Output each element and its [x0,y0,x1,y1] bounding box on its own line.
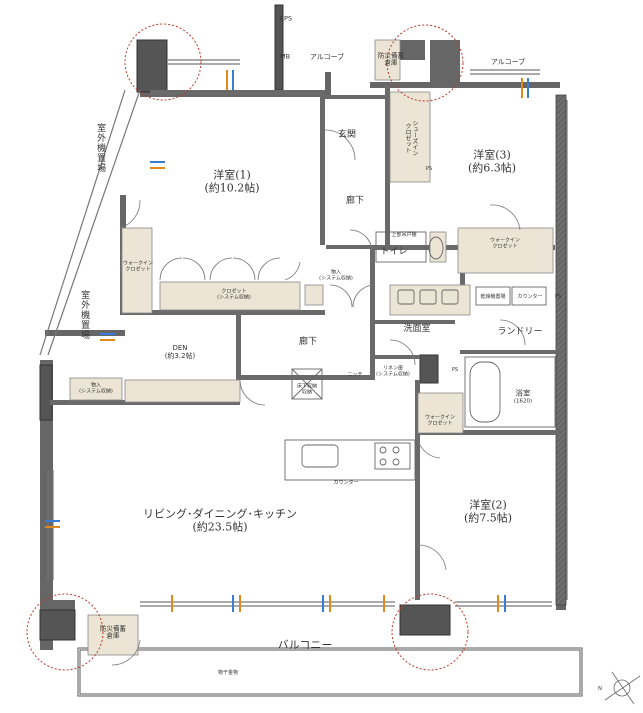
outdoor-unit-2-label: 室外機置場 [79,290,90,340]
room-hallway-lower: 廊下 [298,336,318,347]
upper-cabinet-label: 上部吊戸棚 [391,232,417,239]
walkin-closet-3-label: ウォークイン クロゼット [489,237,521,249]
room-western-1-name: 洋室(1) [213,168,251,182]
room-toilet: トイレ [380,246,408,257]
disaster-storage-bottom: 防災備蓄 倉庫 [100,624,126,641]
room-laundry: ランドリー [497,326,543,337]
room-bath-name: 浴室 [515,388,531,398]
columns [39,4,451,641]
column-circles [26,23,469,671]
room-western-1: 洋室(1) (約10.2帖) [204,169,259,194]
room-genkan: 玄関 [337,129,357,140]
balcony-outline [77,647,583,697]
hall-storage-label: 物入 (システム収納) [319,269,353,282]
fixtures [284,231,556,481]
room-hallway-upper: 廊下 [345,195,365,206]
disaster-storage-top-line1: 防災備蓄 [378,51,404,60]
kitchen-counter-label: カウンター [333,480,359,487]
dryer-label: 乾燥機置場 [480,294,506,301]
room-bath-size: (1620) [513,398,533,405]
walkin-closet-1-label: ウォークイン クロゼット [122,260,154,272]
small-counter-label: カウンター [517,294,543,301]
disaster-storage-top-line2: 倉庫 [384,59,398,67]
den-storage-label: 物入 (システム収納) [79,382,113,395]
floor-storage-name: 床下収納 [296,383,318,390]
drying-rack-label: 物干金物 [217,670,239,677]
eps-label: EPS [279,14,293,23]
vent-markers [45,70,529,612]
doors [111,129,526,666]
outdoor-unit-1-label: 室外機置場 [95,123,106,173]
mb-label: MB [279,52,291,61]
compass-label: N [598,686,602,693]
disaster-storage-top: 防災備蓄 倉庫 [378,51,404,68]
niche-label: ニッチ [347,372,363,379]
room-den-name: DEN [172,343,188,352]
room-western-2-name: 洋室(2) [469,498,507,512]
room-western-3: 洋室(3) (約6.3帖) [468,149,516,174]
compass-icon [604,671,641,705]
floor-storage-label: 床下収納 収納 [296,383,318,396]
windows [39,59,568,607]
closet-1-label: クロゼット (システム収納) [217,288,251,301]
room-ldk-name: リビング･ダイニング･キッチン [143,507,297,521]
alcove-right-label: アルコーブ [490,57,526,66]
walkin-closet-2-label: ウォークイン クロゼット [424,414,456,426]
storage-fills [69,39,554,656]
ps-laundry-label: PS [554,294,562,301]
linen-storage-sub: (システム収納) [376,371,410,377]
closet-1-name: クロゼット [221,288,247,295]
room-balcony: バルコニー [277,638,333,652]
disaster-storage-bottom-line1: 防災備蓄 [100,624,126,633]
ps-top-label: PS [425,166,433,173]
room-den: DEN (約3.2帖) [165,344,196,360]
shoes-in-closet-label: シューズイン クロゼット [404,120,418,156]
disaster-storage-bottom-line2: 倉庫 [106,632,120,640]
ps-bath-label: PS [451,367,459,374]
hall-storage-sub: (システム収納) [319,275,353,281]
room-western-3-size: (約6.3帖) [467,161,517,174]
room-washroom: 洗面室 [403,323,431,334]
linen-storage-label: リネン庫 (システム収納) [376,365,410,378]
room-ldk-size: (約23.5帖) [192,520,248,533]
den-storage-name: 物入 [90,382,102,389]
room-western-2-size: (約7.5帖) [463,511,513,524]
room-western-2: 洋室(2) (約7.5帖) [464,499,512,524]
room-western-1-size: (約10.2帖) [204,181,260,194]
closet-1-sub: (システム収納) [217,294,251,300]
room-bath: 浴室 (1620) [513,388,533,405]
room-ldk: リビング･ダイニング･キッチン (約23.5帖) [143,508,297,533]
den-storage-sub: (システム収納) [79,388,113,394]
room-western-3-name: 洋室(3) [473,148,511,162]
hall-storage-name: 物入 [330,269,342,276]
linen-storage-name: リネン庫 [382,365,404,372]
room-den-size: (約3.2帖) [164,352,196,360]
floor-storage-sub: 収納 [301,389,313,395]
alcove-left-label: アルコーブ [309,52,345,61]
